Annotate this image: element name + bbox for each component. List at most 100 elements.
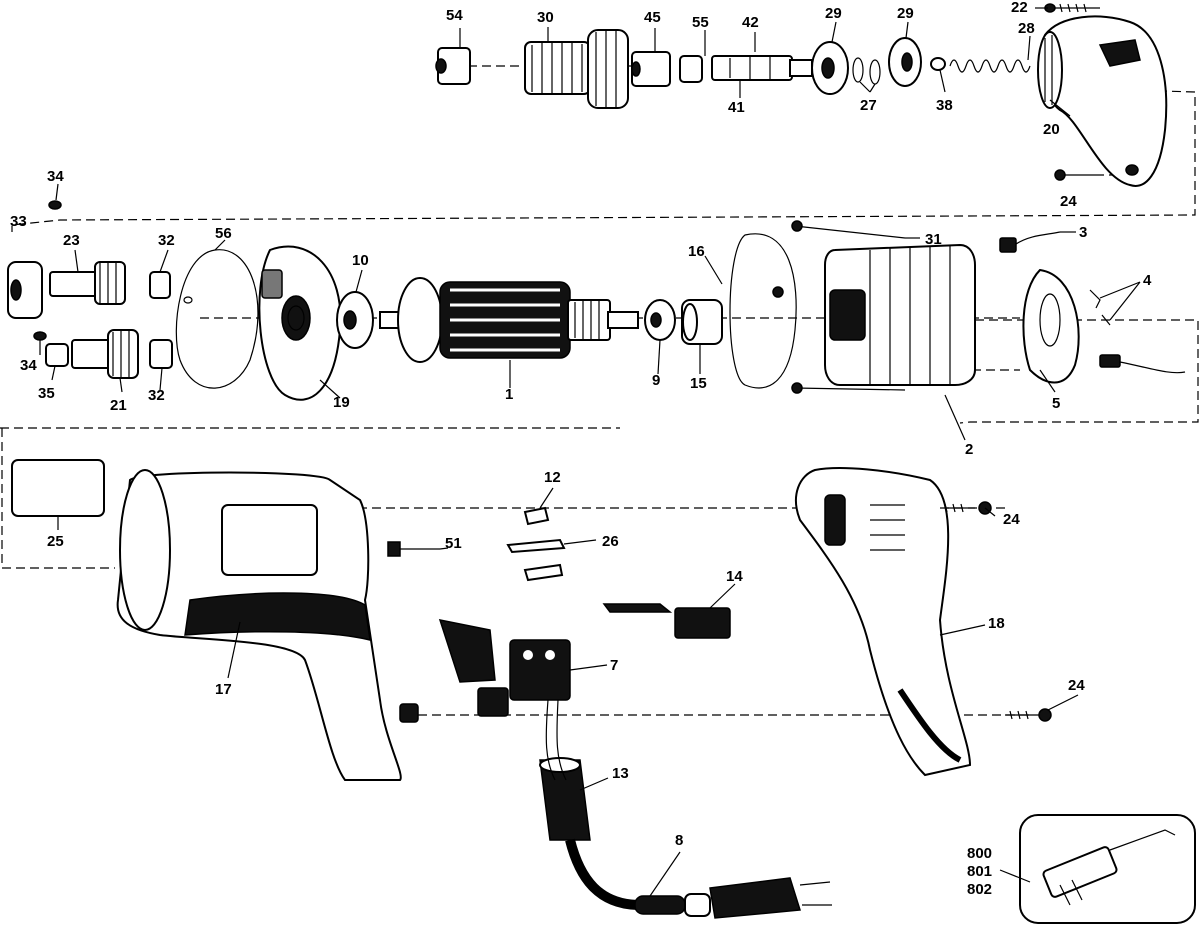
- part-51-terminal: [387, 541, 440, 557]
- part-41-spindle: [711, 55, 813, 81]
- callout-5: 5: [1052, 395, 1060, 412]
- part-24-screw-right-lower: [1005, 708, 1052, 722]
- part-29-clutch-a: [811, 41, 849, 95]
- part-19-baffle-plate: [258, 245, 342, 401]
- part-35-bushing: [45, 343, 69, 367]
- part-24-screw-right-upper: [940, 501, 992, 515]
- part-10-bearing: [336, 291, 374, 349]
- callout-802: 802: [967, 881, 992, 898]
- callout-38: 38: [936, 97, 953, 114]
- callout-20: 20: [1043, 121, 1060, 138]
- callout-14: 14: [726, 568, 743, 585]
- callout-21: 21: [110, 397, 127, 414]
- part-32-bushing-lower: [149, 339, 173, 369]
- callout-7: 7: [610, 657, 618, 674]
- callout-24-top: 24: [1060, 193, 1077, 210]
- part-2-field: [824, 243, 976, 386]
- callout-30: 30: [537, 9, 554, 26]
- callout-18: 18: [988, 615, 1005, 632]
- callout-41: 41: [728, 99, 745, 116]
- callout-54: 54: [446, 7, 463, 24]
- part-15-bearing-cup: [681, 299, 723, 345]
- part-24-screw-top: [1054, 169, 1095, 181]
- callout-26: 26: [602, 533, 619, 550]
- callout-45: 45: [644, 9, 661, 26]
- callout-24-right-upper: 24: [1003, 511, 1020, 528]
- part-31-screw-bottom: [791, 382, 906, 394]
- part-14-switch-actuator: [602, 603, 731, 639]
- callout-34-lower: 34: [20, 357, 37, 374]
- callout-32-lower: 32: [148, 387, 165, 404]
- callout-42: 42: [742, 14, 759, 31]
- callout-24-right-lower: 24: [1068, 677, 1085, 694]
- part-8-cord-plug: [545, 699, 832, 919]
- callout-56: 56: [215, 225, 232, 242]
- part-30-nosepiece: [524, 29, 629, 109]
- part-13-strain-relief: [539, 757, 591, 841]
- part-17-housing-left: [116, 469, 419, 781]
- callout-55: 55: [692, 14, 709, 31]
- callout-1: 1: [505, 386, 513, 403]
- part-38-ball: [930, 57, 946, 71]
- part-22-screw: [1044, 3, 1100, 13]
- callout-2: 2: [965, 441, 973, 458]
- callout-17: 17: [215, 681, 232, 698]
- part-23-gear-shaft: [49, 261, 126, 305]
- part-31-screw-top: [791, 220, 906, 239]
- callout-10: 10: [352, 252, 369, 269]
- part-56-gasket: [175, 249, 259, 389]
- callout-3: 3: [1079, 224, 1087, 241]
- part-29-clutch-b: [888, 37, 922, 87]
- part-25-nameplate: [11, 459, 105, 517]
- part-16-retainer: [729, 233, 797, 389]
- part-20-gear-case: [1037, 15, 1168, 187]
- part-4-brush-holder-springs: [1089, 289, 1111, 326]
- part-54-collar: [435, 47, 471, 85]
- part-1-armature: [379, 277, 639, 363]
- callout-12: 12: [544, 469, 561, 486]
- callout-22: 22: [1011, 0, 1028, 16]
- callout-31: 31: [925, 231, 942, 248]
- part-33-bearing: [7, 261, 43, 319]
- part-7-switch: [438, 619, 571, 717]
- callout-9: 9: [652, 372, 660, 389]
- part-9-bearing: [644, 299, 676, 341]
- callout-19: 19: [333, 394, 350, 411]
- callout-800: 800: [967, 845, 992, 862]
- part-connector-lower: [523, 563, 564, 582]
- callout-34-upper: 34: [47, 168, 64, 185]
- part-32-bushing-upper: [149, 271, 171, 299]
- callout-35: 35: [38, 385, 55, 402]
- callout-33: 33: [10, 213, 27, 230]
- callout-25: 25: [47, 533, 64, 550]
- part-34-screw-lower: [33, 331, 47, 341]
- part-26-connector: [506, 538, 566, 554]
- callout-51: 51: [445, 535, 462, 552]
- callout-8: 8: [675, 832, 683, 849]
- callout-23: 23: [63, 232, 80, 249]
- part-12-connector: [523, 506, 550, 526]
- callout-29-b: 29: [897, 5, 914, 22]
- callout-labels: 54 30 45 55 42 29 29 22 28 41 27 38 20 2…: [10, 0, 1152, 898]
- part-21-gear: [71, 329, 139, 379]
- callout-801: 801: [967, 863, 992, 880]
- part-55-ring: [679, 55, 703, 83]
- leader-lines: [39, 7, 1141, 897]
- part-27-snap-rings: [852, 57, 881, 85]
- callout-16: 16: [688, 243, 705, 260]
- part-45-bearing: [631, 51, 671, 87]
- callout-28: 28: [1018, 20, 1035, 37]
- callout-27: 27: [860, 97, 877, 114]
- part-18-housing-right: [795, 467, 972, 777]
- part-3-brush-lead: [999, 231, 1061, 253]
- callout-4: 4: [1143, 272, 1152, 289]
- callout-29-a: 29: [825, 5, 842, 22]
- callout-13: 13: [612, 765, 629, 782]
- part-34-screw-upper: [48, 200, 62, 210]
- callout-15: 15: [690, 375, 707, 392]
- accessory-inset-box: [1019, 814, 1196, 924]
- part-5-brush-holder: [1022, 268, 1186, 384]
- callout-32-upper: 32: [158, 232, 175, 249]
- part-28-spring: [949, 59, 1031, 73]
